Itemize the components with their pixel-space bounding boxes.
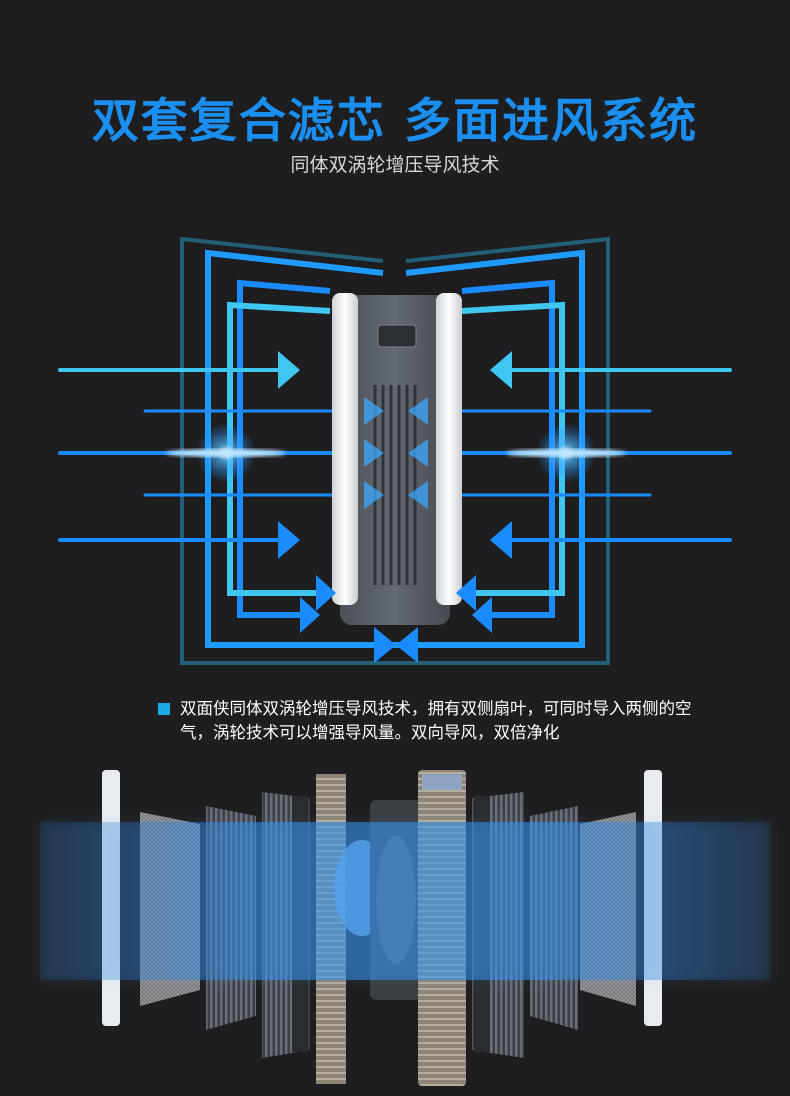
- square-bullet-icon: [158, 703, 170, 715]
- feature-description: 双面侠同体双涡轮增压导风技术，拥有双侧扇叶，可同时导入两侧的空气，涡轮技术可以增…: [158, 697, 718, 745]
- airflow-diagram: [58, 236, 732, 665]
- page-title: 双套复合滤芯 多面进风系统: [91, 94, 699, 149]
- arrow-left-icon: [490, 351, 512, 389]
- arrow-heads: [278, 521, 512, 663]
- outer-flow-frame: [180, 236, 610, 665]
- light-glow: [166, 423, 626, 483]
- exploded-filter-view: [40, 770, 770, 1086]
- purifier-device: [332, 293, 462, 625]
- arrow-right-icon: [278, 351, 300, 389]
- inner-arrows: [364, 397, 428, 509]
- page-subtitle: 同体双涡轮增压导风技术: [290, 154, 500, 176]
- description-text: 双面侠同体双涡轮增压导风技术，拥有双侧扇叶，可同时导入两侧的空气，涡轮技术可以增…: [180, 699, 692, 742]
